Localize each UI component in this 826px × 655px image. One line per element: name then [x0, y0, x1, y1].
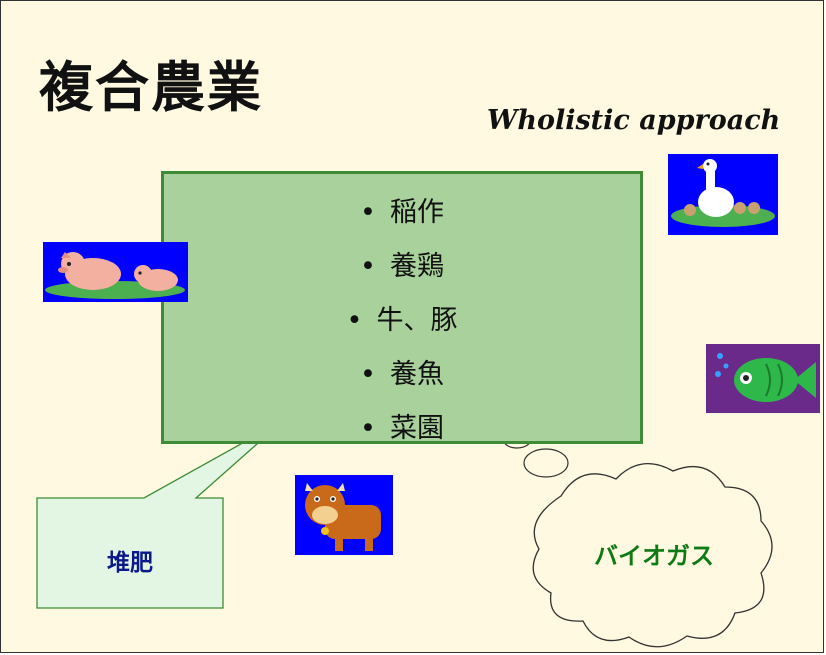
slide-title: 複合農業 [39, 56, 263, 119]
biogas-cloud [532, 463, 773, 648]
biogas-label: バイオガス [594, 542, 714, 570]
compost-label: 堆肥 [107, 550, 153, 576]
compost-callout [36, 419, 285, 609]
farming-list: •稲作 •養鶏 •牛、豚 •養魚 •菜園 [164, 186, 640, 456]
goose-icon [668, 154, 778, 235]
list-item: •養鶏 [360, 251, 444, 282]
pigs-icon [43, 242, 188, 302]
list-item: •牛、豚 [346, 305, 458, 336]
thought-dot-large [523, 448, 569, 478]
farming-box: •稲作 •養鶏 •牛、豚 •養魚 •菜園 [161, 171, 643, 444]
slide-subtitle: Wholistic approach [487, 105, 781, 136]
list-item: •菜園 [360, 413, 444, 444]
fish-icon [706, 344, 820, 413]
cow-icon [295, 475, 393, 555]
list-item: •養魚 [360, 359, 444, 390]
list-item: •稲作 [360, 197, 444, 228]
